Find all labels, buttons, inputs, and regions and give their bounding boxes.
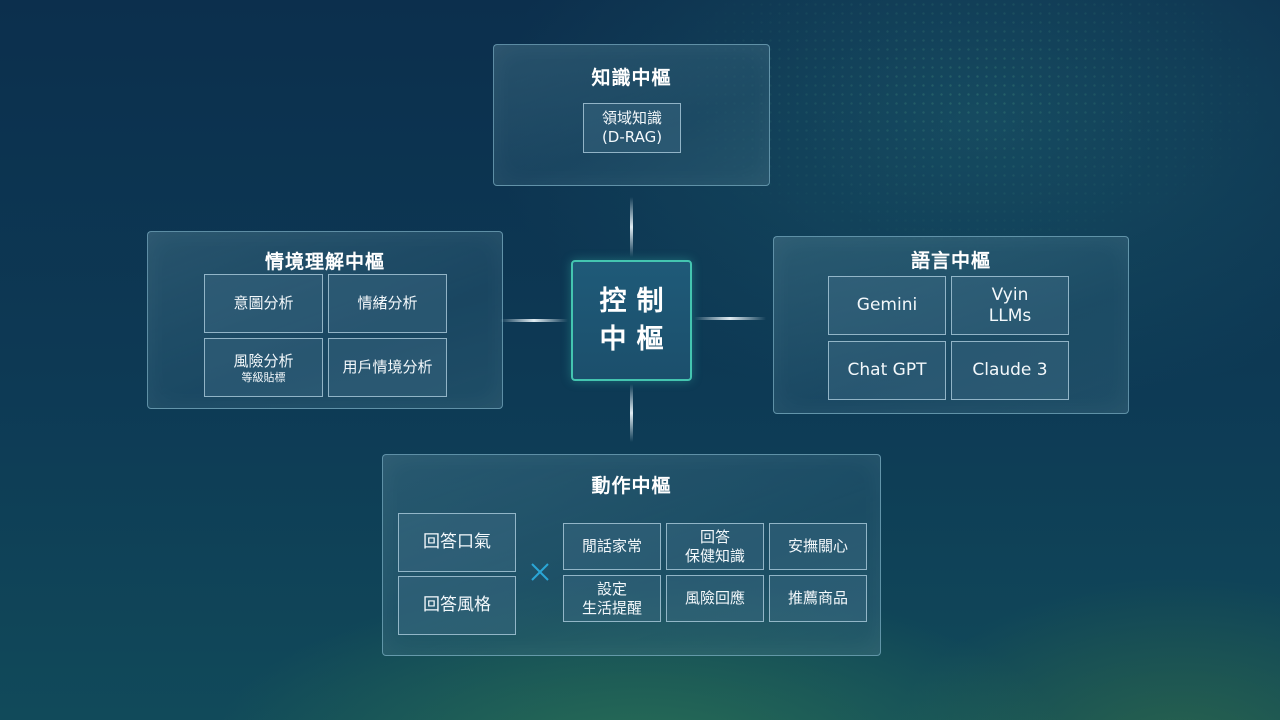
risk-analysis-box: 風險分析 等級貼標: [204, 338, 323, 397]
gemini-label: Gemini: [856, 295, 918, 315]
comfort-care-label: 安撫關心: [787, 537, 848, 555]
risk-response-box: 風險回應: [666, 575, 764, 622]
answer-tone-box: 回答口氣: [398, 513, 516, 572]
vyin-label: Vyin: [991, 284, 1029, 305]
user-context-analysis-label: 用戶情境分析: [342, 358, 433, 376]
recommend-products-label: 推薦商品: [787, 589, 848, 607]
domain-knowledge-sub: (D-RAG): [601, 128, 663, 146]
intent-analysis-label: 意圖分析: [233, 294, 294, 312]
multiply-icon: [531, 563, 549, 581]
emotion-analysis-box: 情緒分析: [328, 274, 447, 333]
connector-left: [500, 319, 568, 322]
claude-box: Claude 3: [951, 341, 1069, 400]
knowledge-hub-panel: 知識中樞 領域知識 (D-RAG): [493, 44, 770, 186]
life-reminder-box: 設定 生活提醒: [563, 575, 661, 622]
language-hub-title: 語言中樞: [910, 250, 991, 272]
action-hub-panel: 動作中樞 回答口氣 回答風格 閒話家常 回答 保健知識 安撫關心 設定 生活提醒…: [382, 454, 881, 656]
answer-tone-label: 回答口氣: [423, 532, 491, 552]
emotion-analysis-label: 情緒分析: [357, 294, 418, 312]
llms-label: LLMs: [988, 305, 1032, 326]
claude-label: Claude 3: [972, 360, 1048, 380]
chatgpt-label: Chat GPT: [847, 360, 927, 380]
control-hub-box: 控制 中樞: [571, 260, 692, 381]
connector-right: [694, 317, 766, 320]
control-hub-line2: 中樞: [599, 323, 674, 355]
context-hub-panel: 情境理解中樞 意圖分析 情緒分析 風險分析 等級貼標 用戶情境分析: [147, 231, 503, 409]
gemini-box: Gemini: [828, 276, 946, 335]
health-knowledge-line2: 保健知識: [684, 546, 745, 565]
health-knowledge-box: 回答 保健知識: [666, 523, 764, 570]
user-context-analysis-box: 用戶情境分析: [328, 338, 447, 397]
health-knowledge-line1: 回答: [699, 527, 730, 546]
risk-response-label: 風險回應: [684, 589, 745, 607]
life-reminder-line2: 生活提醒: [581, 598, 642, 617]
answer-style-box: 回答風格: [398, 576, 516, 635]
recommend-products-box: 推薦商品: [769, 575, 867, 622]
connector-bottom: [630, 384, 633, 442]
context-hub-title: 情境理解中樞: [264, 251, 385, 273]
small-talk-box: 閒話家常: [563, 523, 661, 570]
vyin-llms-box: Vyin LLMs: [951, 276, 1069, 335]
domain-knowledge-box: 領域知識 (D-RAG): [583, 103, 681, 153]
risk-analysis-label: 風險分析: [233, 351, 294, 370]
background-dot-pattern: [640, 0, 1280, 360]
action-hub-title: 動作中樞: [591, 475, 672, 497]
answer-style-label: 回答風格: [423, 595, 491, 615]
risk-analysis-sub: 等級貼標: [241, 370, 286, 384]
language-hub-panel: 語言中樞 Gemini Vyin LLMs Chat GPT Claude 3: [773, 236, 1129, 414]
small-talk-label: 閒話家常: [581, 537, 642, 555]
comfort-care-box: 安撫關心: [769, 523, 867, 570]
intent-analysis-box: 意圖分析: [204, 274, 323, 333]
knowledge-hub-title: 知識中樞: [591, 67, 672, 89]
domain-knowledge-label: 領域知識: [601, 109, 662, 127]
control-hub-line1: 控制: [599, 285, 674, 317]
life-reminder-line1: 設定: [596, 579, 627, 598]
chatgpt-box: Chat GPT: [828, 341, 946, 400]
connector-top: [630, 197, 633, 257]
